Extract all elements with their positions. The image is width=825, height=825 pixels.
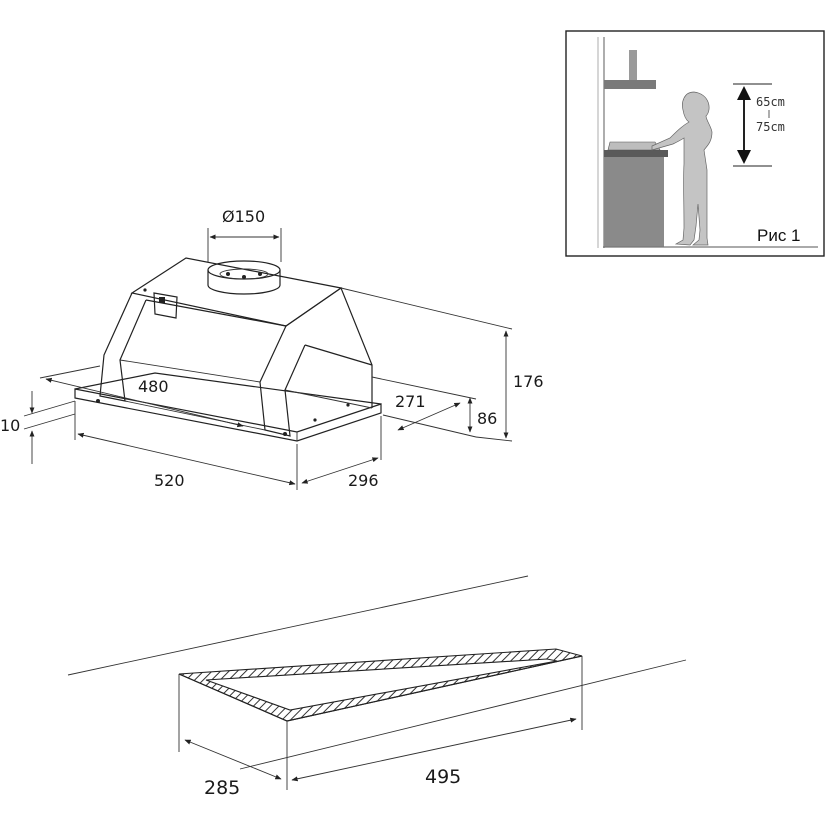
inner-depth-label: 271 <box>395 392 426 411</box>
hood-drawing: Ø150 480 520 296 271 <box>0 207 544 490</box>
cutout-depth-label: 285 <box>204 777 240 799</box>
height-min-label: 65cm <box>756 95 785 109</box>
mounting-tab <box>153 292 178 319</box>
duct-collar <box>207 260 281 295</box>
cookware <box>607 141 661 151</box>
dim-inner-width: 480 <box>39 365 244 428</box>
dim-overall-width: 520 <box>74 401 298 490</box>
overall-depth-label: 296 <box>348 471 379 490</box>
dim-overall-depth: 296 <box>301 416 382 490</box>
dim-body-height: 86 <box>467 397 497 433</box>
dim-cutout-depth: 285 <box>184 739 282 799</box>
inset-figure: 65cm 75cm Рис 1 <box>565 30 825 257</box>
inset-caption: Рис 1 <box>757 226 801 245</box>
surface-edge-back <box>67 575 529 676</box>
cutout-hatched-border <box>178 648 583 722</box>
dim-inner-depth: 271 <box>371 376 477 438</box>
hood-body <box>96 257 373 437</box>
flange-thickness-label: 10 <box>0 416 20 435</box>
body-height-label: 86 <box>477 409 497 428</box>
hood-flange <box>74 372 382 442</box>
dim-cutout-width: 495 <box>291 717 577 788</box>
height-range-arrow <box>733 83 772 167</box>
person-silhouette <box>651 91 713 246</box>
dim-total-height: 176 <box>340 287 544 442</box>
cutout-drawing: 285 495 <box>67 575 687 799</box>
total-height-label: 176 <box>513 372 544 391</box>
dim-duct-diameter: Ø150 <box>207 207 282 262</box>
height-max-label: 75cm <box>756 120 785 134</box>
cutout-width-label: 495 <box>425 766 461 788</box>
dim-flange-thickness: 10 <box>0 391 76 464</box>
duct-diameter-label: Ø150 <box>222 207 265 226</box>
hood-silhouette <box>604 50 656 89</box>
cabinet <box>603 141 818 248</box>
inner-width-label: 480 <box>138 377 169 396</box>
overall-width-label: 520 <box>154 471 185 490</box>
